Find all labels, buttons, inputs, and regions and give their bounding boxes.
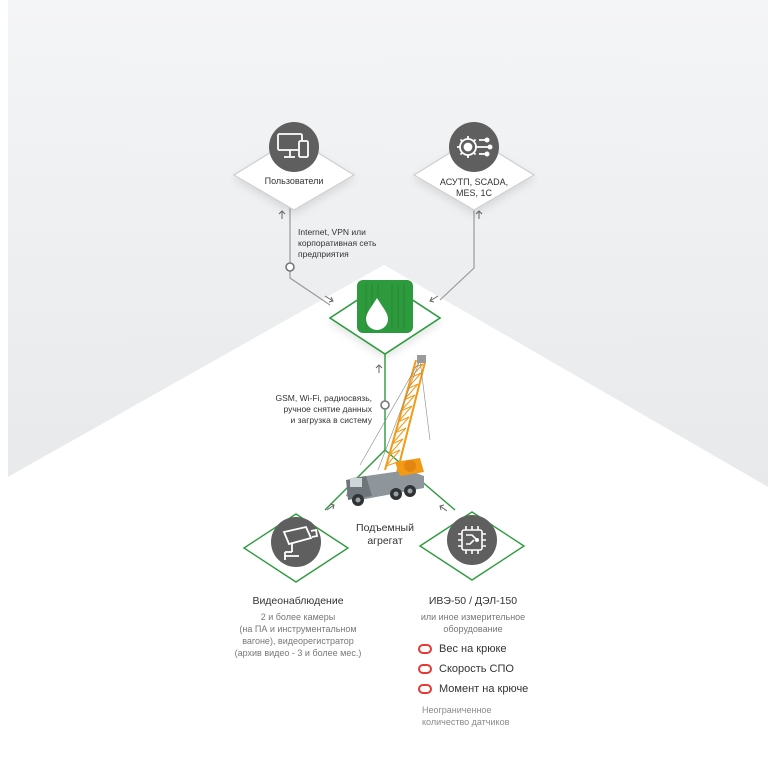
metric-item: Скорость СПО [418,663,514,675]
water-drop-icon [366,298,388,330]
sensor-node[interactable] [418,511,526,581]
video-desc-line1: 2 и более камеры [261,612,336,622]
metric-bullet-icon [418,684,432,694]
top-connection-line1: Internet, VPN или [298,227,366,237]
microchip-icon [458,526,486,554]
video-desc-line2: (на ПА и инструментальном [239,624,356,634]
cctv-camera-icon [282,525,319,560]
rig-label-line1: Подъемный [356,522,414,534]
mid-connection-line2: ручное снятие данных [283,404,372,414]
gear-chip-icon [457,136,493,158]
metric-bullet-icon [418,644,432,654]
acs-label-line2: MES, 1С [456,188,493,198]
top-connection-line3: предприятия [298,249,349,259]
sensor-desc-line1: или иное измерительное [421,612,525,622]
metric-label: Вес на крюке [439,643,507,655]
connection-node [380,400,390,410]
connection-node [285,262,295,272]
gray-connection-lines [289,208,475,306]
server-node[interactable] [328,280,442,355]
rig-illustration [346,355,431,506]
video-desc-line4: (архив видео - 3 и более мес.) [235,648,362,658]
users-node[interactable]: Пользователи [232,122,356,211]
sensor-desc-line2: оборудование [443,624,502,634]
acs-label-line1: АСУТП, SCADA, [440,177,508,187]
arrow-icons [278,210,483,512]
video-title: Видеонаблюдение [252,595,343,607]
footer-line1: Неограниченное [422,705,491,715]
top-connection-line2: корпоративная сеть [298,238,377,248]
users-label: Пользователи [265,176,324,186]
metric-item: Вес на крюке [418,643,507,655]
monitor-phone-icon [277,133,309,158]
mid-connection-line1: GSM, Wi-Fi, радиосвязь, [276,393,372,403]
metric-item: Момент на крюче [418,683,528,695]
video-desc-line3: вагоне), видеорегистратор [242,636,354,646]
metric-label: Момент на крюче [439,683,529,695]
sensor-title: ИВЭ-50 / ДЭЛ-150 [429,595,517,607]
background-upper-band [8,0,768,488]
metric-label: Скорость СПО [439,663,514,675]
acs-node[interactable]: АСУТП, SCADA, MES, 1С [412,122,536,211]
video-node[interactable] [242,513,350,583]
metric-bullet-icon [418,664,432,674]
mid-connection-line3: и загрузка в систему [291,415,373,425]
footer-line2: количество датчиков [422,717,510,727]
rig-label-line2: агрегат [367,535,403,547]
